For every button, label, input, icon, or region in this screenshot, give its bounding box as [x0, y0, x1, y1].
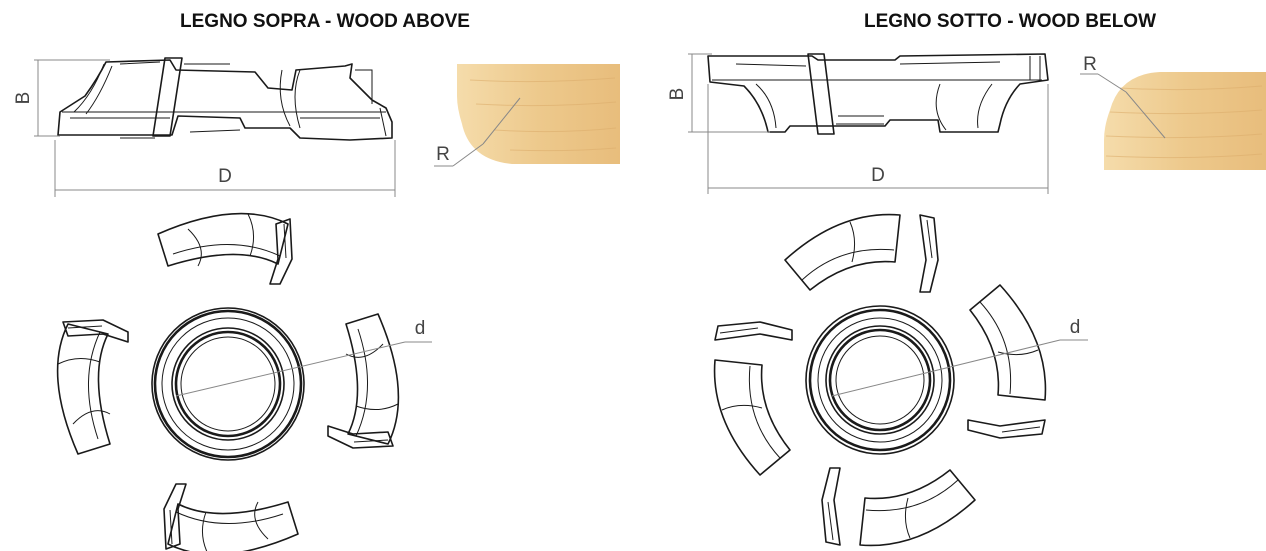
label-r-right: R	[1083, 54, 1097, 75]
label-bore-left: d	[415, 318, 426, 339]
label-r-left: R	[436, 144, 450, 165]
dimension-lines-right	[688, 53, 1049, 194]
label-d-right: D	[871, 165, 885, 186]
bore-dimension-right	[831, 339, 1088, 397]
label-b-left: B	[13, 92, 34, 105]
title-wood-below: LEGNO SOTTO - WOOD BELOW	[864, 11, 1156, 32]
wood-profile-left	[434, 64, 620, 167]
label-bore-right: d	[1070, 317, 1081, 338]
cutter-top-view-right	[713, 213, 1047, 547]
cutter-top-view-left	[56, 212, 400, 551]
cutter-blade	[919, 214, 939, 293]
cutter-blade	[269, 218, 293, 285]
dimension-lines-left	[34, 59, 396, 197]
label-d-left: D	[218, 166, 232, 187]
cutter-body-segment	[157, 212, 289, 267]
title-wood-above: LEGNO SOPRA - WOOD ABOVE	[180, 11, 470, 32]
cutter-body-segment	[784, 213, 901, 291]
wood-profile-right	[1080, 72, 1266, 170]
side-profile-left	[57, 57, 393, 141]
bore-dimension-left	[175, 341, 432, 397]
label-b-right: B	[667, 88, 688, 101]
side-profile-right	[707, 53, 1049, 135]
